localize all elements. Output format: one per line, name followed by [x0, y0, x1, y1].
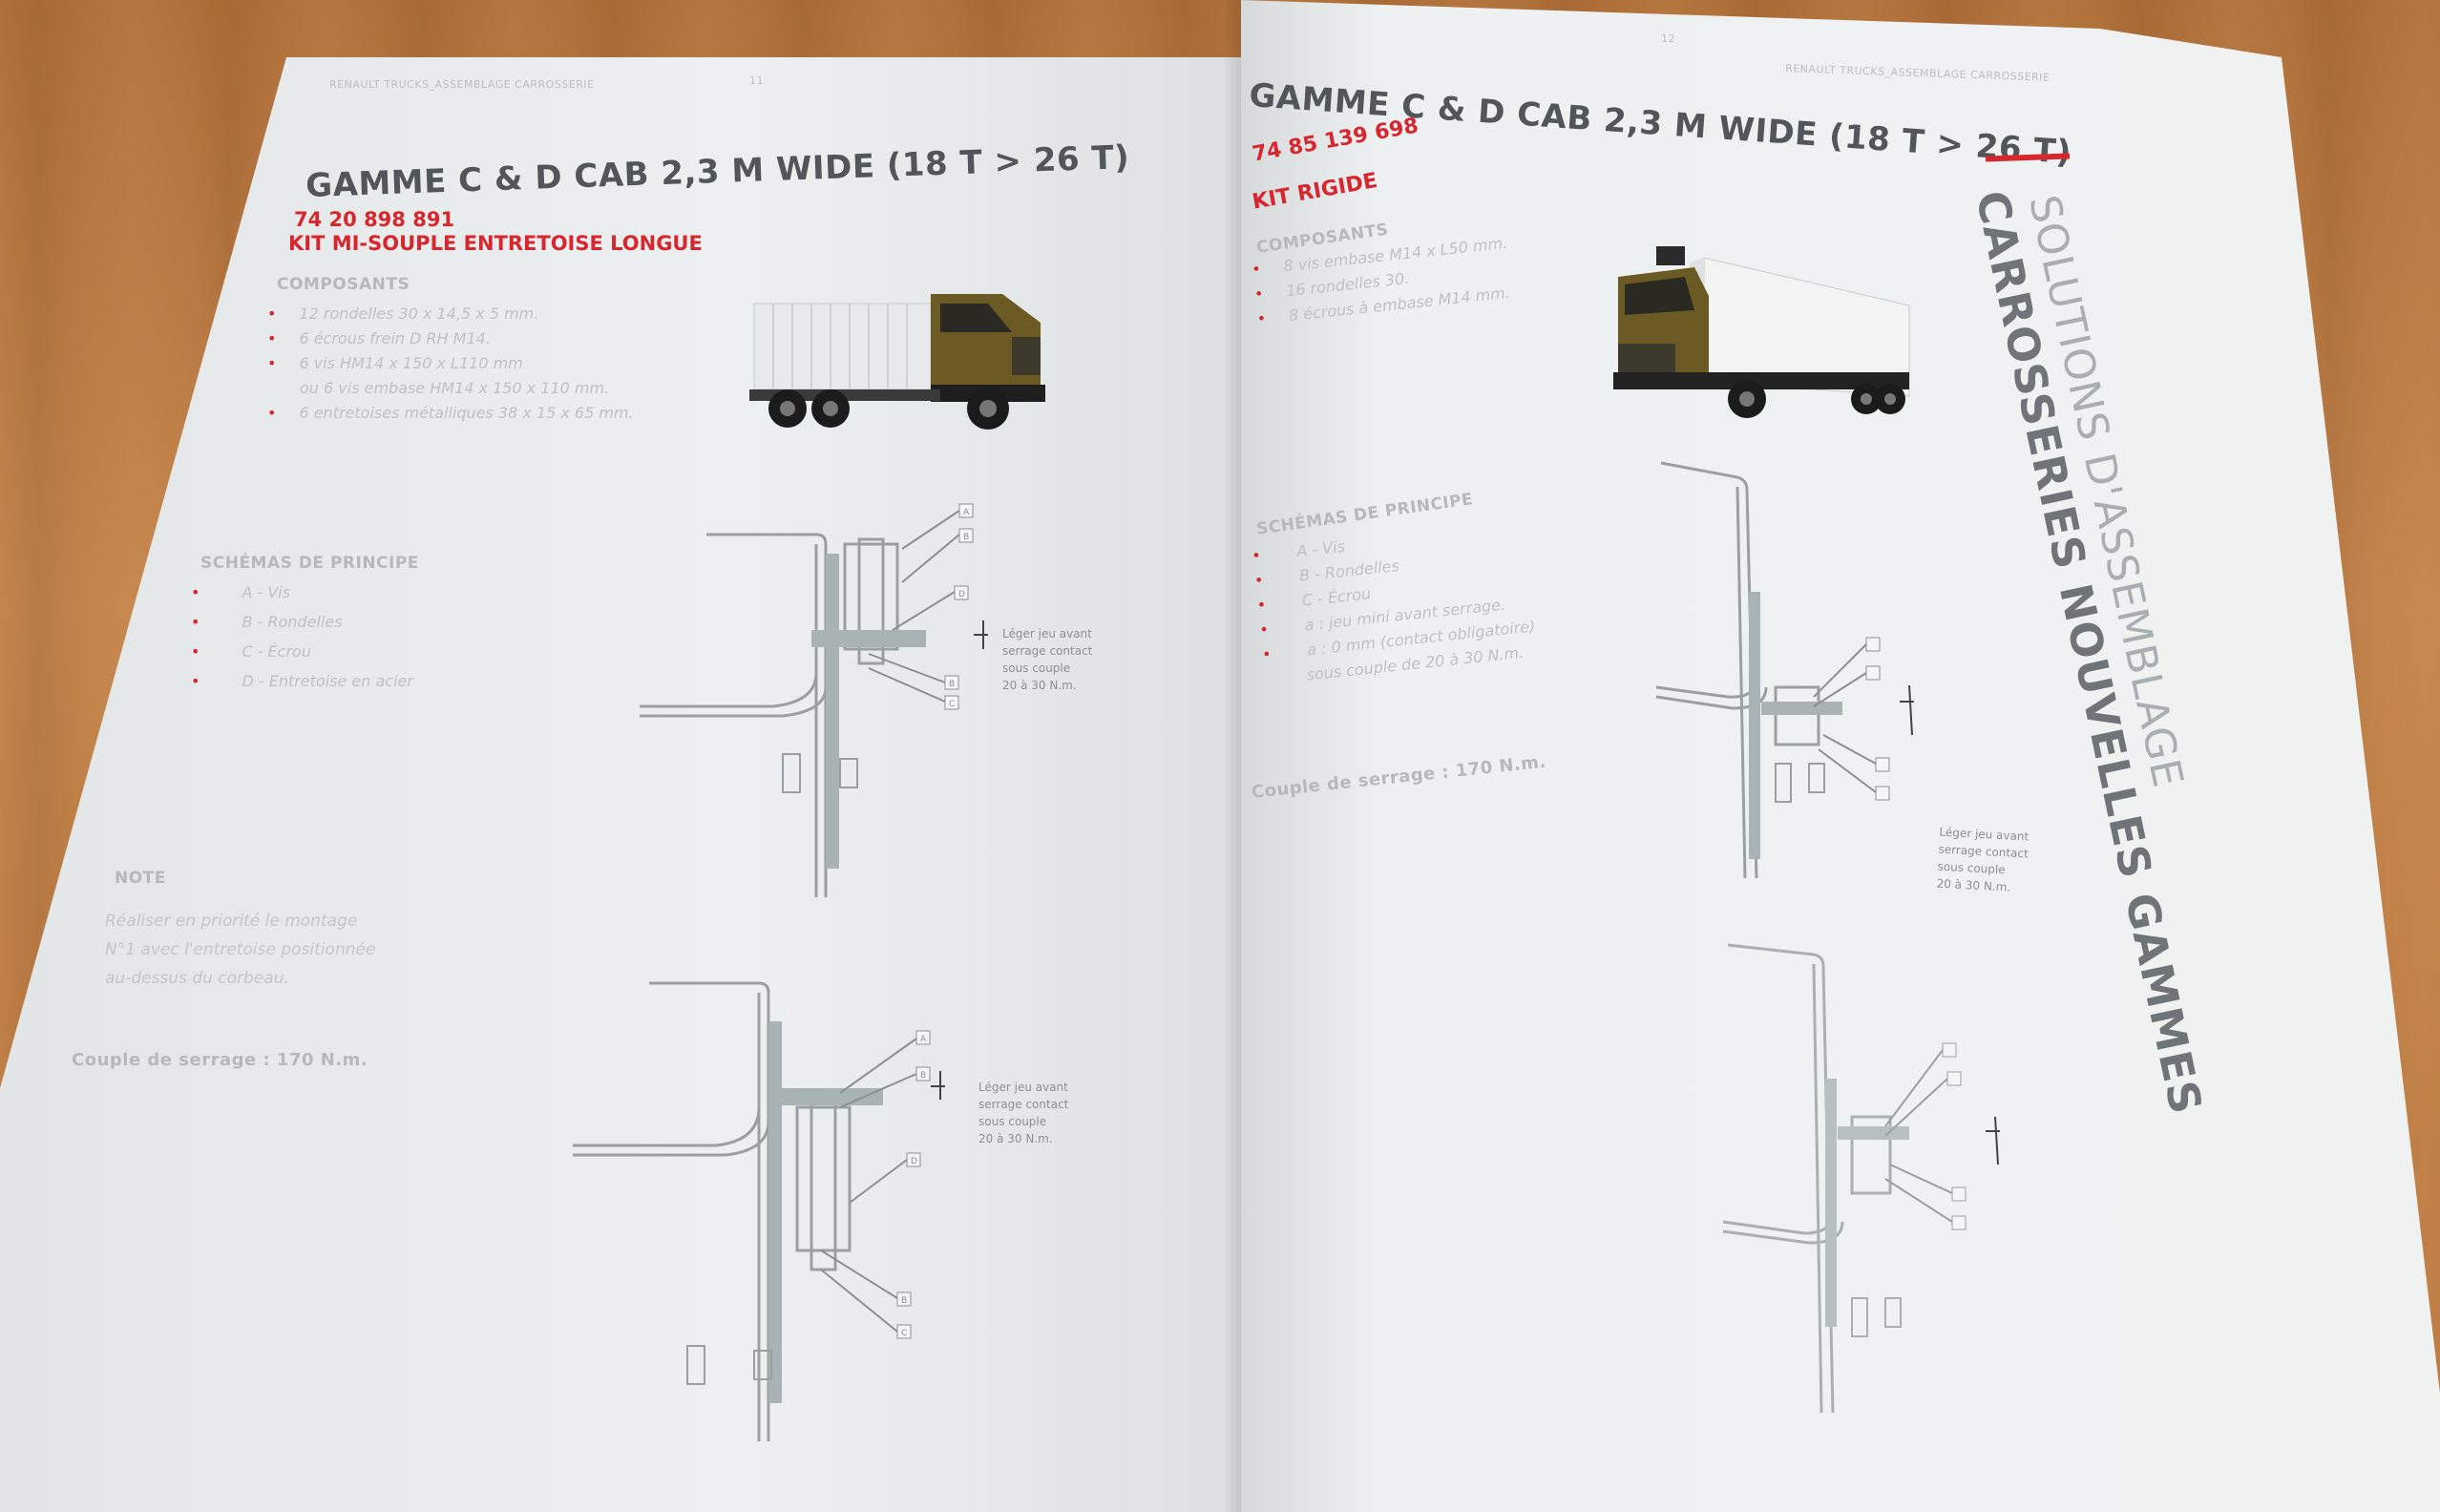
left-torque: Couple de serrage : 170 N.m.: [72, 1050, 368, 1070]
right-diagram-label: Léger jeu avant serrage contact sous cou…: [1936, 825, 2030, 894]
left-page-number: 11: [749, 74, 764, 87]
right-schema-list: •A - Vis •B - Rondelles •C - Écrou •a : …: [1251, 515, 1539, 692]
right-page: 12 RENAULT TRUCKS_ASSEMBLAGE CARROSSERIE…: [1241, 0, 2440, 1512]
list-item: ou 6 vis embase HM14 x 150 x 110 mm.: [300, 379, 610, 397]
diagram-1-label: Léger jeu avant serrage contact sous cou…: [1002, 627, 1093, 692]
assembly-diagram-2: A B D B C: [573, 981, 945, 1441]
assembly-diagram-3: [1655, 461, 1914, 879]
diagram-letter: D: [911, 1157, 917, 1166]
list-item: •6 vis HM14 x 150 x L110 mm: [267, 354, 523, 372]
box-truck-image: [1613, 246, 1910, 418]
right-page-number: 12: [1661, 32, 1675, 45]
list-item: •6 écrous frein D RH M14.: [267, 329, 491, 347]
assembly-diagram-1: A B D B C: [640, 503, 988, 897]
left-note-heading: NOTE: [115, 869, 166, 888]
right-kit-name: KIT RIGIDE: [1251, 168, 1379, 215]
diagram-letter: B: [949, 680, 955, 689]
assembly-diagram-4: [1722, 943, 2000, 1414]
left-note-text: Réaliser en priorité le montage N°1 avec…: [105, 912, 376, 988]
list-item: •B - Rondelles: [191, 613, 343, 631]
diagram-letter: A: [920, 1035, 927, 1044]
diagram-letter: B: [901, 1296, 907, 1306]
left-components-list: •12 rondelles 30 x 14,5 x 5 mm. •6 écrou…: [267, 302, 634, 426]
right-page-header: RENAULT TRUCKS_ASSEMBLAGE CARROSSERIE: [1784, 62, 2051, 84]
list-item: •D - Entretoise en acier: [191, 672, 413, 690]
diagram-letter: C: [901, 1329, 907, 1338]
left-page-header: RENAULT TRUCKS_ASSEMBLAGE CARROSSERIE: [329, 78, 595, 91]
diagram-letter: B: [920, 1071, 926, 1081]
diagram-letter: D: [958, 590, 965, 599]
right-torque: Couple de serrage : 170 N.m.: [1251, 751, 1547, 803]
diagram-letter: C: [949, 700, 955, 709]
left-schema-heading: SCHÉMAS DE PRINCIPE: [200, 554, 419, 573]
left-components-heading: COMPOSANTS: [277, 275, 410, 294]
diagram-2-label: Léger jeu avant serrage contact sous cou…: [978, 1081, 1069, 1145]
list-item: •C - Écrou: [191, 642, 311, 661]
diagram-letter: A: [963, 508, 970, 517]
left-kit-name: KIT MI-SOUPLE ENTRETOISE LONGUE: [288, 232, 703, 255]
right-ref-number: 74 85 139 698: [1251, 114, 1420, 167]
left-schema-list: •A - Vis •B - Rondelles •C - Écrou •D - …: [191, 580, 413, 699]
garbage-truck-image: [749, 294, 1045, 430]
list-item: •A - Vis: [191, 583, 291, 601]
left-ref-number: 74 20 898 891: [294, 208, 455, 231]
list-item: •12 rondelles 30 x 14,5 x 5 mm.: [267, 304, 539, 323]
list-item: •6 entretoises métalliques 38 x 15 x 65 …: [267, 404, 634, 422]
left-page-title: GAMME C & D CAB 2,3 M WIDE (18 T > 26 T): [305, 137, 1130, 206]
diagram-letter: B: [963, 533, 969, 542]
